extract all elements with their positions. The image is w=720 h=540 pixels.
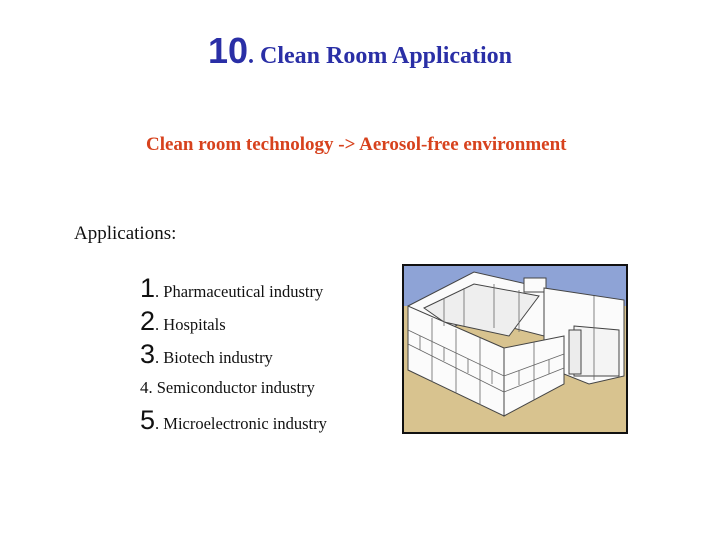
list-item: 4. Semiconductor industry (140, 378, 315, 397)
list-item: 1. Pharmaceutical industry (140, 273, 324, 303)
list-item: 3. Biotech industry (140, 339, 273, 369)
clean-room-illustration (402, 264, 628, 434)
slide-title: 10. Clean Room Application (0, 30, 720, 72)
clean-room-icon (404, 266, 626, 432)
list-item: 2. Hospitals (140, 306, 226, 336)
list-item: 5. Microelectronic industry (140, 405, 327, 435)
applications-label: Applications: (74, 223, 177, 244)
applications-list: 1. Pharmaceutical industry 2. Hospitals … (140, 272, 327, 437)
slide-subtitle: Clean room technology -> Aerosol-free en… (146, 134, 567, 155)
title-text: . Clean Room Application (248, 43, 513, 69)
title-number: 10 (207, 30, 248, 71)
